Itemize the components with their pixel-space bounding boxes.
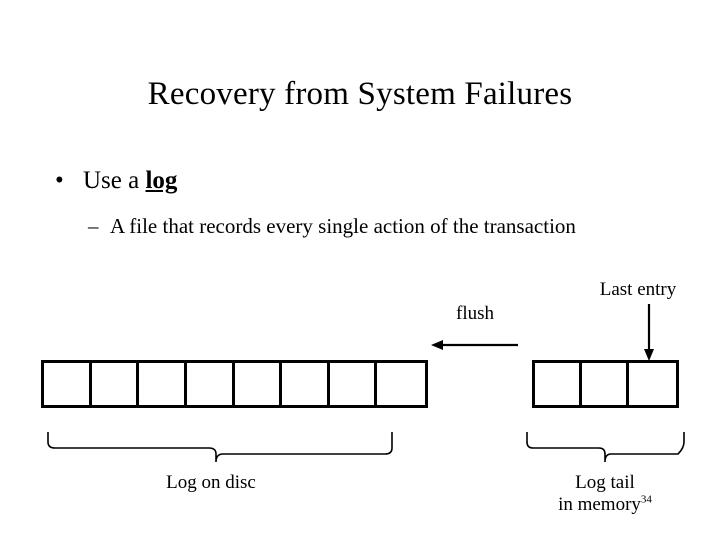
log-cell [582, 363, 630, 405]
bullet-level2: –A file that records every single action… [88, 210, 648, 242]
log-tail-memory-cells [532, 360, 679, 408]
log-cell [629, 363, 676, 405]
log-on-disc-label: Log on disc [166, 472, 256, 493]
log-cell [330, 363, 378, 405]
memory-brace-icon [526, 432, 685, 463]
bullet-level1-keyword: log [145, 167, 178, 194]
page-title: Recovery from System Failures [147, 76, 573, 112]
last-entry-label: Last entry [599, 279, 677, 300]
log-cell [282, 363, 330, 405]
log-cell [535, 363, 583, 405]
log-cell [187, 363, 235, 405]
log-on-disc-cells [41, 360, 428, 408]
log-tail-label: Log tail in memory34 [505, 472, 705, 516]
log-tail-line2-text: in memory [558, 494, 641, 515]
log-cell [139, 363, 187, 405]
bullet-level1: • Use a log [55, 165, 177, 197]
log-cell [377, 363, 425, 405]
log-tail-line1: Log tail [575, 472, 635, 493]
disc-brace-icon [47, 432, 393, 463]
flush-label: flush [456, 303, 494, 324]
log-cell [235, 363, 283, 405]
flush-arrow-icon [431, 340, 518, 350]
last-entry-arrow-icon [644, 304, 654, 361]
bullet-marker-icon: • [55, 167, 64, 194]
slide-number: 34 [640, 493, 652, 506]
log-cell [44, 363, 92, 405]
log-tail-line2: in memory34 [505, 494, 705, 516]
bullet-level2-text: A file that records every single action … [110, 214, 576, 238]
log-cell [92, 363, 140, 405]
bullet-level1-text: Use a [83, 167, 146, 194]
dash-marker-icon: – [88, 214, 99, 238]
